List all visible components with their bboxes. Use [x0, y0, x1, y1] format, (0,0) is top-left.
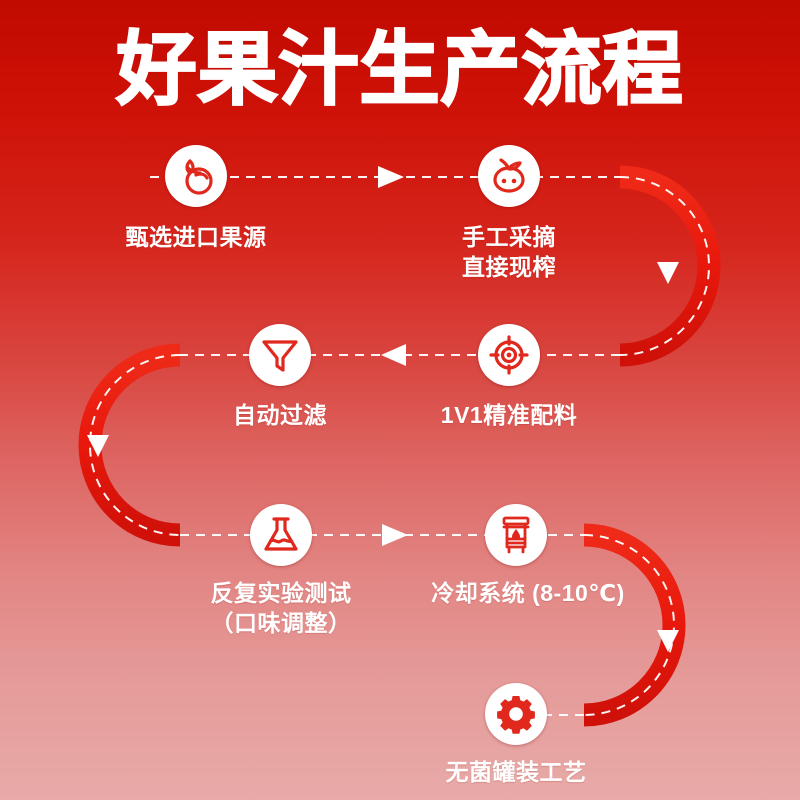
step-node-7[interactable]	[485, 683, 547, 745]
arrow-step5-to-step6	[382, 524, 408, 546]
track-segment-right-uturn-top	[619, 165, 721, 367]
arrow-step1-to-step2	[378, 166, 404, 188]
orange-fruit-icon	[174, 154, 218, 198]
arrow-step3-to-step4	[381, 344, 406, 366]
flask-icon	[260, 514, 302, 556]
track-segment-right-uturn-bottom	[583, 523, 686, 727]
step-label-3: 1V1精准配料	[440, 402, 578, 428]
step-node-1[interactable]	[165, 145, 227, 207]
gear-icon	[495, 693, 537, 735]
dash-right-uturn-bottom	[583, 534, 675, 716]
dash-left-uturn	[89, 354, 181, 536]
step-label-2: 手工采摘 直接现榨	[462, 224, 556, 280]
page-title: 好果汁生产流程	[115, 24, 684, 115]
step-label-5: 反复实验测试 （口味调整）	[210, 580, 352, 636]
arrow-row2-to-row3	[87, 435, 109, 457]
cooling-tank-icon	[495, 514, 537, 556]
step-label-1: 甄选进口果源	[125, 224, 267, 250]
arrow-row3-to-row4	[657, 630, 679, 652]
arrow-row1-to-row2	[657, 262, 679, 284]
step-label-4: 自动过滤	[233, 402, 327, 428]
step-node-6[interactable]	[485, 504, 547, 566]
funnel-filter-icon	[259, 334, 301, 376]
step-node-4[interactable]	[249, 324, 311, 386]
step-node-2[interactable]	[478, 145, 540, 207]
target-crosshair-icon	[487, 333, 531, 377]
step-label-6: 冷却系统 (8-10℃)	[431, 580, 625, 606]
tomato-fruit-icon	[487, 154, 531, 198]
step-node-5[interactable]	[250, 504, 312, 566]
step-label-7: 无菌罐装工艺	[445, 759, 587, 785]
step-node-3[interactable]	[478, 324, 540, 386]
